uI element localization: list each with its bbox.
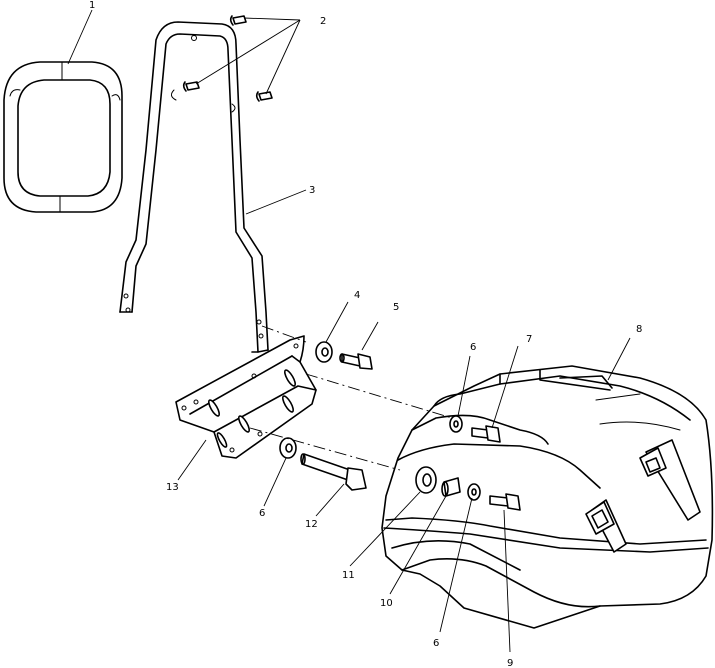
- screw-middle: [182, 81, 200, 92]
- callout-6-upper: 6: [470, 342, 476, 353]
- callout-6-lower-left: 6: [259, 508, 265, 519]
- callout-3: 3: [309, 185, 315, 196]
- callout-12: 12: [305, 519, 318, 530]
- bolt-long: [300, 453, 367, 491]
- backrest-pad: [3, 61, 123, 213]
- callout-5: 5: [393, 302, 399, 313]
- sissy-bar-frame: [119, 21, 269, 353]
- washer-upper: [315, 341, 333, 363]
- screw-right: [255, 91, 273, 102]
- screw-top: [229, 15, 247, 26]
- callout-10: 10: [380, 598, 393, 609]
- callout-13: 13: [166, 482, 179, 493]
- callout-2: 2: [320, 16, 326, 27]
- bolt-short: [339, 353, 373, 370]
- bolt-7: [471, 425, 501, 443]
- bolt-9: [489, 493, 521, 511]
- callout-4: 4: [354, 290, 360, 301]
- mounting-bracket: [175, 335, 317, 459]
- callout-6-lower-right: 6: [433, 638, 439, 649]
- washer-lower: [279, 437, 297, 459]
- callout-11: 11: [342, 570, 355, 581]
- callout-9: 9: [507, 658, 513, 668]
- saddlebag: [381, 365, 714, 629]
- callout-8: 8: [636, 324, 642, 335]
- callout-1: 1: [89, 0, 95, 11]
- callout-7: 7: [526, 334, 532, 345]
